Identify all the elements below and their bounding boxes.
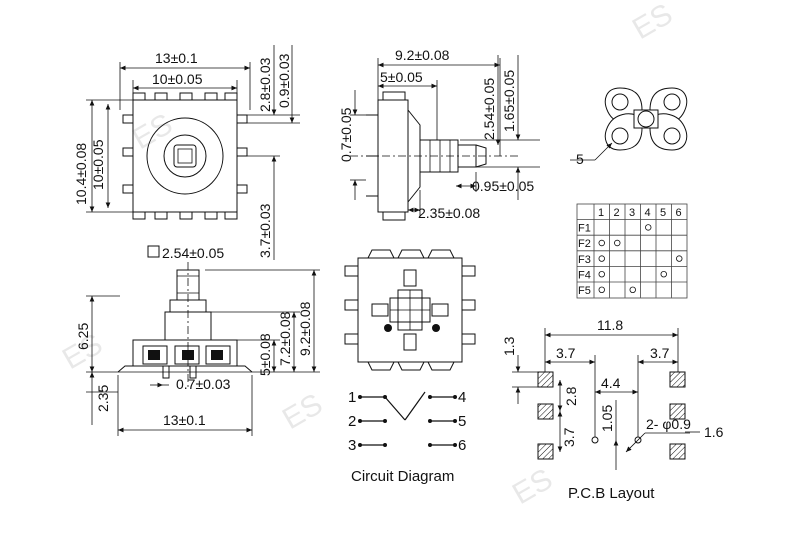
circuit-title: Circuit Diagram [351, 468, 454, 485]
pcb-height: 1.3 [501, 336, 517, 356]
dim-side-lower-2: 2.35±0.08 [418, 205, 480, 221]
table-mark [598, 239, 605, 247]
pcb-layout: 11.8 3.7 3.7 1.3 4.4 2.8 3.7 1.05 2- φ0.… [501, 317, 724, 502]
pcb-hole: 2- φ0.9 [646, 416, 691, 432]
table-mark [598, 255, 605, 262]
dim-land-pattern: 5 [576, 151, 584, 167]
pcb-pitch: 2.8 [563, 386, 579, 406]
pcb-lower: 3.7 [561, 427, 577, 447]
circuit-pin-2: 2 [348, 413, 356, 430]
dim-top-right-bottom: 3.7±0.03 [257, 203, 273, 258]
circuit-diagram: 1 2 3 4 5 6 Circuit Diagram [348, 389, 466, 485]
dim-top-height-inner: 10±0.05 [90, 139, 106, 190]
dim-front-pin: 0.7±0.03 [176, 376, 231, 392]
watermark-text: ES [627, 0, 678, 46]
dim-side-stem-2: 1.65±0.05 [501, 70, 517, 132]
dim-front-left-upper: 6.25 [75, 323, 91, 350]
bottom-view [344, 249, 476, 371]
circuit-pin-3: 3 [348, 437, 356, 454]
table-col-header: 3 [629, 207, 635, 219]
circuit-pin-5: 5 [458, 413, 466, 430]
dim-front-square: 2.54±0.05 [162, 245, 224, 261]
pcb-title: P.C.B Layout [568, 485, 655, 502]
table-row-label: F2 [578, 238, 591, 250]
watermark-text: ES [277, 387, 328, 436]
dim-front-h2: 7.2±0.08 [277, 311, 293, 366]
table-mark [645, 224, 652, 231]
table-mark [676, 255, 683, 262]
pcb-right-edge: 3.7 [650, 345, 670, 361]
table-mark [629, 286, 636, 293]
dim-front-h1: 5±0.08 [257, 333, 273, 376]
circuit-pin-4: 4 [458, 389, 466, 406]
land-pattern: 5 [570, 87, 688, 167]
table-mark [598, 286, 605, 293]
dim-side-stem-1: 2.54±0.05 [481, 78, 497, 140]
table-col-header: 2 [614, 207, 620, 219]
side-view: 9.2±0.08 5±0.05 2.54±0.05 1.65±0.05 0.7±… [338, 47, 540, 221]
circuit-pin-1: 1 [348, 389, 356, 406]
dim-top-width-outer: 13±0.1 [155, 50, 198, 66]
dim-top-width-inner: 10±0.05 [152, 71, 203, 87]
dim-side-lower-1: 0.95±0.05 [472, 178, 534, 194]
dim-top-height-outer: 10.4±0.08 [73, 143, 89, 205]
table-mark [660, 271, 667, 278]
pcb-hole-side: 1.6 [704, 424, 724, 440]
dim-front-h3: 9.2±0.08 [297, 301, 313, 356]
table-col-header: 6 [676, 207, 682, 219]
pcb-offset: 1.05 [599, 405, 615, 432]
table-row-label: F4 [578, 269, 591, 281]
top-view: 13±0.1 10±0.05 10.4±0.08 10±0.05 2.8±0.0… [73, 45, 300, 260]
table-col-header: 5 [660, 207, 666, 219]
watermark-text: ES [507, 462, 558, 511]
dim-side-length: 9.2±0.08 [395, 47, 450, 63]
table-row-label: F5 [578, 285, 591, 297]
table-row-label: F3 [578, 254, 591, 266]
dim-side-section: 5±0.05 [380, 69, 423, 85]
table-mark [614, 239, 621, 247]
dim-front-width: 13±0.1 [163, 412, 206, 428]
table-col-header: 1 [598, 207, 604, 219]
table-row-label: F1 [578, 223, 591, 235]
pcb-width: 11.8 [597, 317, 623, 333]
table-col-header: 4 [645, 207, 651, 219]
front-view: 2.54±0.05 6.25 2.35 0.7±0.03 [75, 245, 320, 436]
circuit-pin-6: 6 [458, 437, 466, 454]
table-mark [598, 271, 605, 278]
dim-front-left-lower: 2.35 [95, 385, 111, 412]
dim-top-right-1: 2.8±0.03 [257, 57, 273, 112]
pcb-center: 4.4 [601, 375, 621, 391]
pcb-left-edge: 3.7 [556, 345, 576, 361]
watermark-text: ES [127, 107, 178, 156]
dim-top-right-2: 0.9±0.03 [276, 53, 292, 108]
dim-side-left: 0.7±0.05 [338, 107, 354, 162]
